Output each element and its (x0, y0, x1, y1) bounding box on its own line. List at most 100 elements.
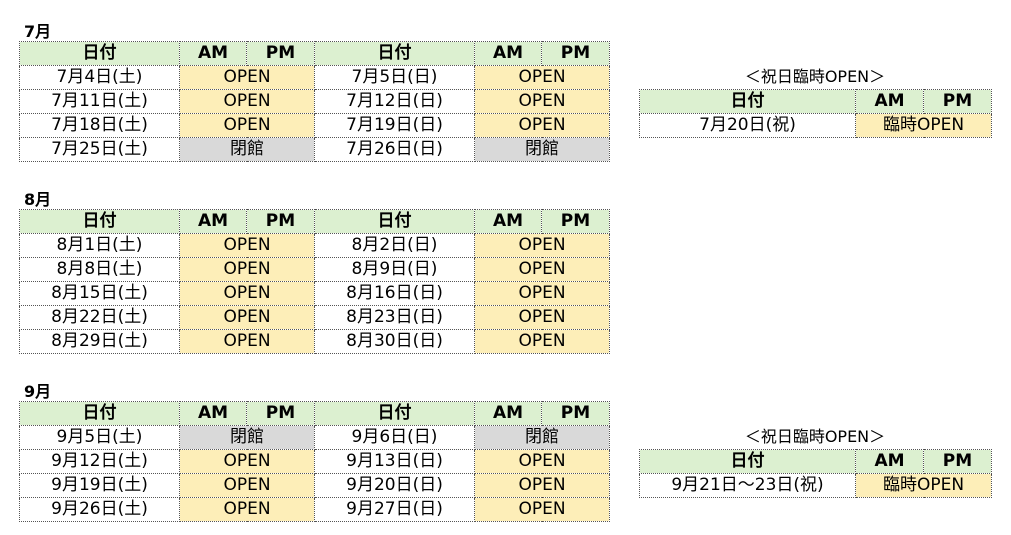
date-cell: 7月4日(土) (19, 65, 180, 90)
status-cell: OPEN (474, 65, 610, 90)
date-cell: 7月18日(土) (19, 113, 180, 138)
special-date-cell: 7月20日(祝) (639, 113, 856, 138)
status-cell: OPEN (179, 281, 315, 306)
status-cell: OPEN (179, 257, 315, 282)
status-cell: OPEN (179, 113, 315, 138)
status-cell: 閉館 (474, 137, 610, 162)
status-cell: 閉館 (179, 137, 315, 162)
july-title: 7月 (24, 22, 52, 41)
date-cell: 8月22日(土) (19, 305, 180, 330)
header-date: 日付 (639, 449, 856, 474)
header-pm: PM (923, 89, 992, 114)
special-status-cell: 臨時OPEN (855, 473, 992, 498)
header-date: 日付 (19, 41, 180, 66)
status-cell: OPEN (474, 473, 610, 498)
status-cell: OPEN (179, 65, 315, 90)
status-cell: OPEN (474, 497, 610, 522)
header-pm: PM (246, 401, 315, 426)
header-row: 日付 AM PM (639, 89, 992, 114)
date-cell: 9月5日(土) (19, 425, 180, 450)
status-cell: OPEN (474, 233, 610, 258)
special-july-caption: ＜祝日臨時OPEN＞ (744, 67, 886, 86)
header-am: AM (474, 401, 542, 426)
date-cell: 9月13日(日) (314, 449, 475, 474)
date-cell: 9月27日(日) (314, 497, 475, 522)
date-cell: 7月12日(日) (314, 89, 475, 114)
header-pm: PM (246, 41, 315, 66)
date-cell: 8月16日(日) (314, 281, 475, 306)
august-title: 8月 (24, 190, 52, 209)
date-cell: 7月11日(土) (19, 89, 180, 114)
header-date: 日付 (19, 209, 180, 234)
special-september-caption: ＜祝日臨時OPEN＞ (744, 427, 886, 446)
status-cell: OPEN (179, 233, 315, 258)
header-am: AM (855, 449, 924, 474)
status-cell: OPEN (474, 89, 610, 114)
status-cell: OPEN (474, 257, 610, 282)
status-cell: OPEN (179, 89, 315, 114)
date-cell: 7月19日(日) (314, 113, 475, 138)
date-cell: 7月25日(土) (19, 137, 180, 162)
header-am: AM (179, 41, 247, 66)
header-am: AM (855, 89, 924, 114)
status-cell: OPEN (474, 449, 610, 474)
special-september-table: 日付 AM PM 9月21日〜23日(祝) 臨時OPEN (639, 449, 992, 498)
header-pm: PM (923, 449, 992, 474)
date-cell: 8月8日(土) (19, 257, 180, 282)
date-cell: 9月26日(土) (19, 497, 180, 522)
date-cell: 8月2日(日) (314, 233, 475, 258)
header-date: 日付 (314, 401, 475, 426)
special-status-cell: 臨時OPEN (855, 113, 992, 138)
date-cell: 7月26日(日) (314, 137, 475, 162)
header-pm: PM (541, 209, 610, 234)
date-cell: 8月9日(日) (314, 257, 475, 282)
header-pm: PM (541, 401, 610, 426)
status-cell: 閉館 (179, 425, 315, 450)
table-row: 7月20日(祝) 臨時OPEN (639, 113, 992, 138)
date-cell: 9月12日(土) (19, 449, 180, 474)
status-cell: OPEN (474, 113, 610, 138)
status-cell: OPEN (179, 329, 315, 354)
header-date: 日付 (19, 401, 180, 426)
status-cell: OPEN (179, 449, 315, 474)
header-date: 日付 (314, 41, 475, 66)
status-cell: OPEN (474, 329, 610, 354)
header-am: AM (474, 41, 542, 66)
header-am: AM (179, 401, 247, 426)
date-cell: 9月20日(日) (314, 473, 475, 498)
september-title: 9月 (24, 382, 52, 401)
special-date-cell: 9月21日〜23日(祝) (639, 473, 856, 498)
header-row: 日付 AM PM 日付 AM PM (19, 401, 610, 426)
header-row: 日付 AM PM 日付 AM PM (19, 41, 610, 66)
date-cell: 9月19日(土) (19, 473, 180, 498)
date-cell: 8月29日(土) (19, 329, 180, 354)
header-row: 日付 AM PM 日付 AM PM (19, 209, 610, 234)
status-cell: OPEN (179, 473, 315, 498)
header-date: 日付 (639, 89, 856, 114)
header-pm: PM (246, 209, 315, 234)
table-row: 9月21日〜23日(祝) 臨時OPEN (639, 473, 992, 498)
header-pm: PM (541, 41, 610, 66)
header-am: AM (179, 209, 247, 234)
date-cell: 8月1日(土) (19, 233, 180, 258)
date-cell: 8月23日(日) (314, 305, 475, 330)
date-cell: 9月6日(日) (314, 425, 475, 450)
header-date: 日付 (314, 209, 475, 234)
header-row: 日付 AM PM (639, 449, 992, 474)
